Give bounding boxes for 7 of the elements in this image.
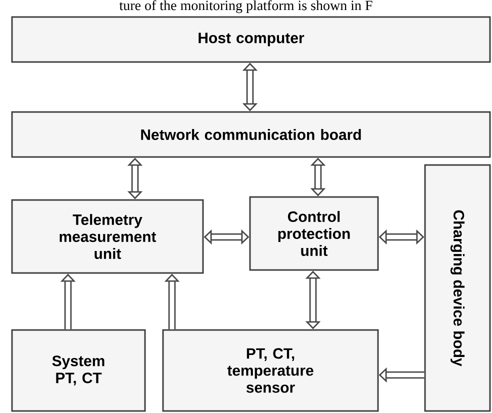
block-box: System PT, CT [11,329,146,412]
block-box: Charging device body [424,164,491,412]
block-box: Network communication board [11,111,491,158]
block-box: Telemetry measurement unit [11,199,204,274]
block-box: PT, CT, temperature sensor [162,329,379,412]
block-box: Host computer [11,16,491,63]
block-box: Control protection unit [249,196,379,271]
